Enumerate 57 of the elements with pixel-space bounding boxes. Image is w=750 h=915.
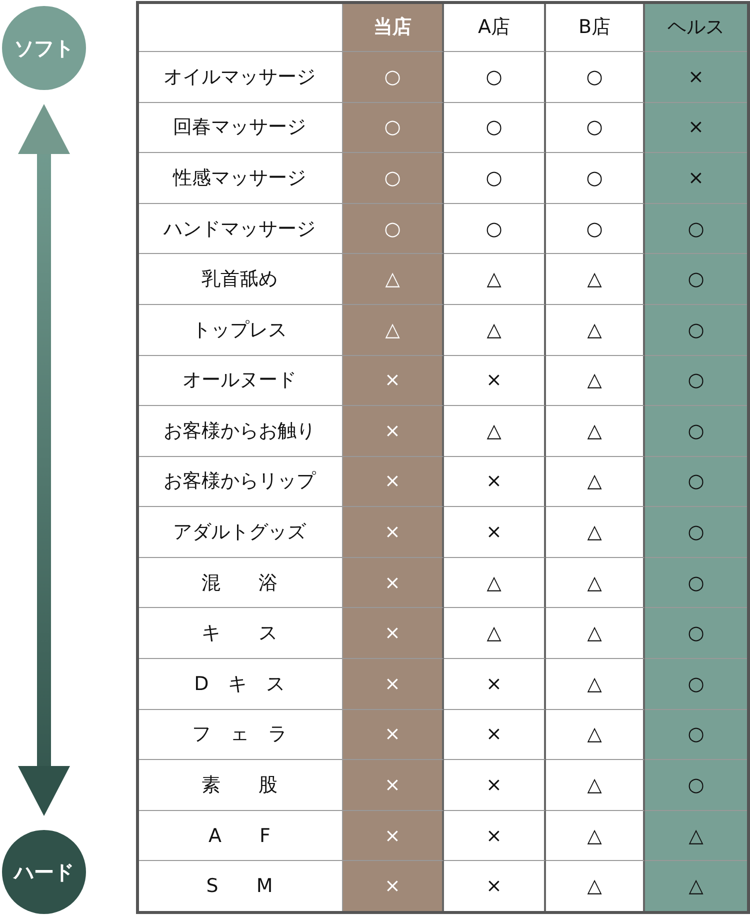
table-cell: ○ xyxy=(645,406,748,457)
table-cell: ○ xyxy=(645,710,748,760)
table-cell: × xyxy=(444,810,546,862)
table-cell: ○ xyxy=(343,52,444,103)
table-cell: × xyxy=(343,456,444,508)
table-cell: ○ xyxy=(645,456,748,508)
table-cell: △ xyxy=(444,406,546,457)
table-cell: × xyxy=(444,507,546,558)
table-cell: × xyxy=(343,356,444,406)
table-cell: ○ xyxy=(645,608,748,660)
table-cell: △ xyxy=(645,810,748,862)
table-cell: × xyxy=(645,52,748,103)
table-cell: × xyxy=(444,659,546,710)
table-cell: ○ xyxy=(645,356,748,406)
table-cell: ○ xyxy=(444,52,546,103)
table-cell: △ xyxy=(645,861,748,912)
header-cell: ヘルス xyxy=(645,2,748,52)
table-cell: × xyxy=(343,608,444,660)
table-cell: ○ xyxy=(645,760,748,811)
table-cell: △ xyxy=(343,254,444,305)
table-cell: × xyxy=(343,710,444,760)
scale-circle: ソフト xyxy=(2,6,86,90)
table-cell: ○ xyxy=(645,204,748,254)
table-cell: × xyxy=(343,810,444,862)
header-cell: 当店 xyxy=(343,2,444,52)
table-cell: × xyxy=(645,153,748,204)
table-cell: ○ xyxy=(444,153,546,204)
table-cell: △ xyxy=(444,608,546,660)
table-cell: × xyxy=(343,659,444,710)
table-cell: △ xyxy=(444,558,546,608)
table-cell: × xyxy=(343,507,444,558)
table-cell: ○ xyxy=(645,558,748,608)
double-arrow xyxy=(18,104,70,816)
scale-circle: ハード xyxy=(2,830,86,914)
table-cell: × xyxy=(343,861,444,912)
table-cell: × xyxy=(444,356,546,406)
table-cell: ○ xyxy=(645,659,748,710)
table-cell: ○ xyxy=(444,102,546,154)
table-cell: × xyxy=(444,710,546,760)
table-cell: ○ xyxy=(645,254,748,305)
table-cell: ○ xyxy=(343,153,444,204)
table-cell: × xyxy=(444,456,546,508)
table-cell: ○ xyxy=(645,507,748,558)
table-cell: ○ xyxy=(444,204,546,254)
table-cell: × xyxy=(343,558,444,608)
table-cell: × xyxy=(343,406,444,457)
table-cell: × xyxy=(343,760,444,811)
table-cell: × xyxy=(645,102,748,154)
table-cell: ○ xyxy=(343,204,444,254)
table-cell: ○ xyxy=(645,304,748,356)
table-cell: × xyxy=(444,760,546,811)
header-cell: A店 xyxy=(444,2,546,52)
table-cell: △ xyxy=(343,304,444,356)
table-cell: △ xyxy=(444,304,546,356)
table-cell: × xyxy=(444,861,546,912)
table-cell: △ xyxy=(444,254,546,305)
table-cell: ○ xyxy=(343,102,444,154)
